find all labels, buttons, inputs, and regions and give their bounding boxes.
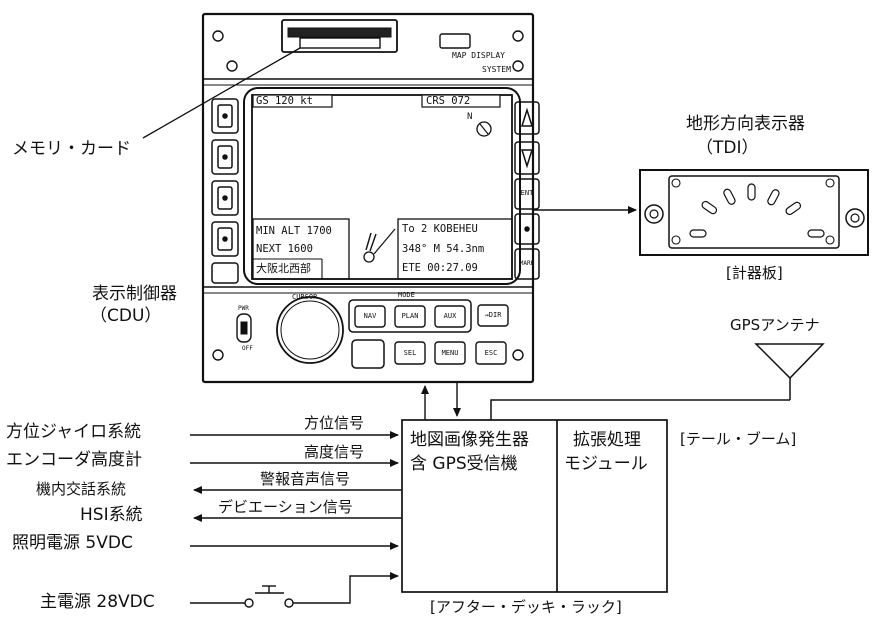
input-source-hsi: HSI系統 [80,505,143,525]
instrument-panel-label: [計器板] [726,264,783,282]
expansion-module-line1: 拡張処理 [573,430,641,450]
control-panel [236,296,509,369]
pwr-label: PWR [238,305,249,312]
mode-label: MODE [398,291,415,299]
input-source-encoder-altimeter: エンコーダ高度計 [6,450,142,470]
input-source-intercom: 機内交話系統 [36,480,127,498]
switch-contact-a [244,598,254,608]
cdu-housing [201,12,535,384]
gps-antenna-label: GPSアンテナ [730,316,820,334]
gps-antenna [490,343,825,420]
brand-line1: MAP DISPLAY [452,51,505,60]
aux-key[interactable]: AUX [443,312,457,320]
bearing-distance: 348° M 54.3nm [402,243,485,255]
memory-card-slot [281,19,471,53]
input-source-lighting-power: 照明電源 5VDC [12,533,133,553]
signal-lines [190,431,402,608]
cdu-title: 表示制御器 [92,284,177,304]
to-waypoint: To 2 KOBEHEU [402,223,478,235]
ent-key[interactable]: ENT [520,189,534,197]
crs-readout: CRS 072 [426,95,471,107]
north-marker: N [467,112,473,122]
brand-line2: SYSTEM [482,65,511,74]
right-bezel-keys [514,101,540,280]
map-screen [243,87,521,285]
off-label: OFF [242,345,253,352]
memory-card-leader [142,47,301,139]
signal-deviation: デビエーション信号 [218,498,353,516]
min-alt-readout: MIN ALT 1700 [256,225,332,237]
input-source-main-power: 主電源 28VDC [40,592,155,612]
mark-key[interactable]: MARK [519,260,535,267]
plan-key[interactable]: PLAN [401,312,419,320]
menu-key[interactable]: MENU [441,349,459,357]
next-alt-readout: NEXT 1600 [256,243,313,255]
ete-readout: ETE 00:27.09 [402,262,478,274]
signal-heading: 方位信号 [304,414,365,432]
tail-boom-label: [テール・ブーム] [680,430,797,448]
tdi-instrument [639,169,869,256]
after-deck-label: [アフター・デッキ・ラック] [430,598,622,616]
sel-key[interactable]: SEL [403,349,417,357]
main-power-line-b [293,572,399,604]
esc-key[interactable]: ESC [484,349,498,357]
unit-box [401,419,668,593]
signal-warning-audio: 警報音声信号 [260,470,351,488]
cdu-abbr: （CDU） [90,306,162,326]
map-generator-line2: 含 GPS受信機 [410,454,518,474]
dir-key[interactable]: →DIR [484,311,502,319]
switch-contact-b [284,598,294,608]
input-source-heading-gyro: 方位ジャイロ系統 [6,422,142,442]
cursor-label: CURSOR [292,293,318,301]
memory-card-label: メモリ・カード [12,139,131,159]
nav-key[interactable]: NAV [363,312,377,320]
tdi-abbr: （TDI） [696,138,759,158]
expansion-module-line2: モジュール [564,454,648,474]
gs-readout: GS 120 kt [256,95,313,107]
tdi-title: 地形方向表示器 [686,114,805,134]
left-bezel-keys [211,98,239,284]
map-generator-line1: 地図画像発生器 [410,430,529,450]
signal-altitude: 高度信号 [304,443,365,461]
place-name: 大阪北西部 [256,262,311,275]
